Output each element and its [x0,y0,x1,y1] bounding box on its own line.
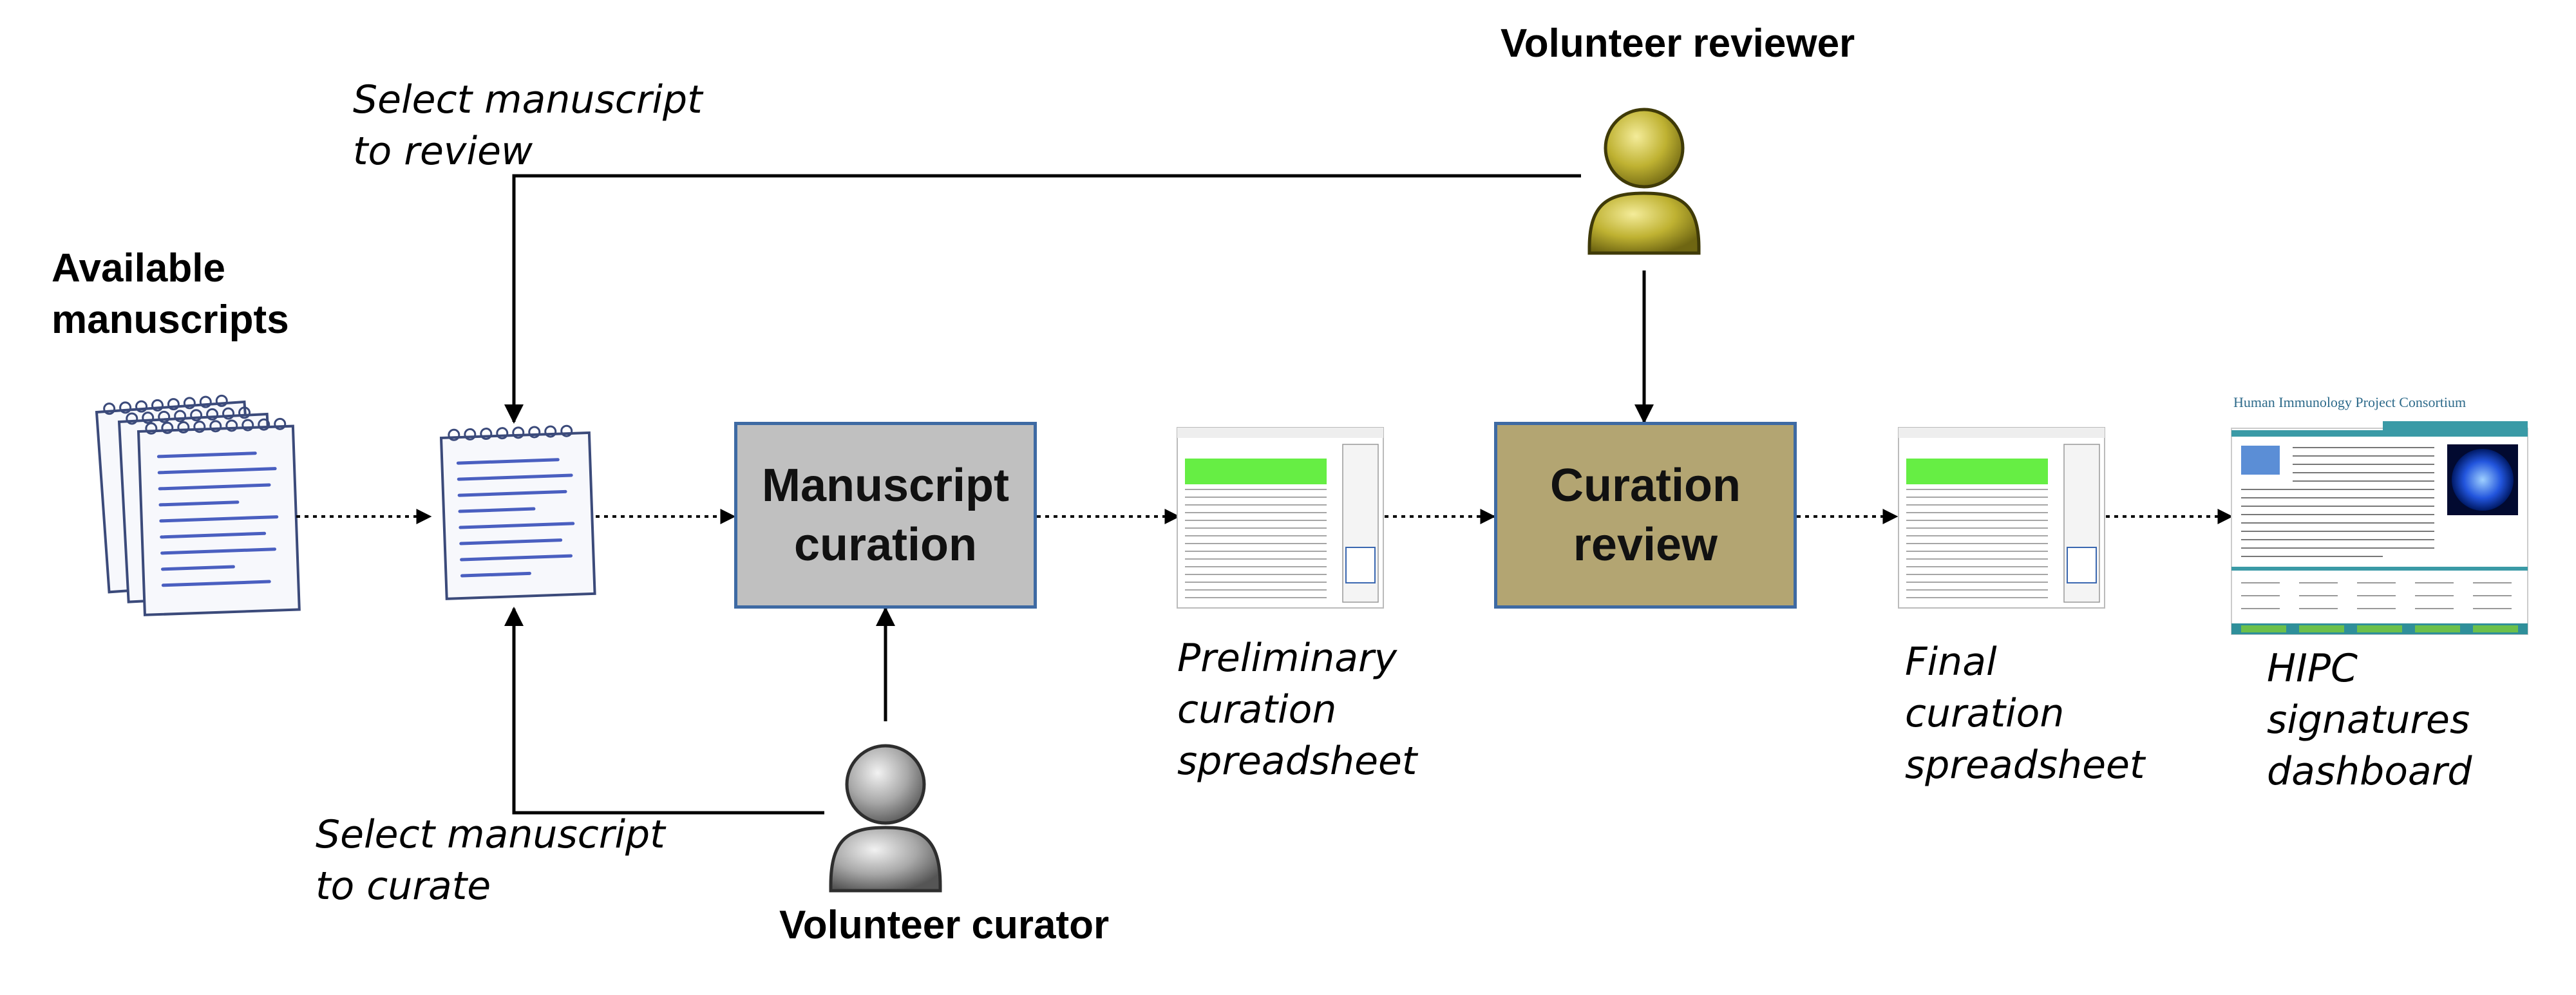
manuscript-curation-label-line1: Manuscript [761,460,1010,511]
curator-person-icon [829,744,942,893]
manuscript-stack-icon [95,394,301,616]
volunteer-reviewer-label: Volunteer reviewer [1501,21,1855,66]
dashboard-site-title: Human Immunology Project Consortium [2233,394,2467,410]
actor-arrows [504,174,1654,815]
manuscript-curation-box: Manuscript curation [734,422,1037,609]
preliminary-spreadsheet-label: Preliminary curation spreadsheet [1177,636,1417,784]
select-to-curate-label: Select manuscript to curate [316,812,665,909]
select-to-review-label: Select manuscript to review [353,77,703,174]
curation-review-label-line2: review [1573,519,1718,571]
arrow-select-to-review [504,174,1581,424]
selected-manuscript-icon [439,424,596,600]
curation-review-label-line1: Curation [1550,460,1741,511]
manuscript-curation-label-line2: curation [793,519,977,571]
dashboard-label: HIPC signatures dashboard [2267,646,2472,794]
final-spreadsheet-label: Final curation spreadsheet [1905,640,2145,788]
reviewer-person-icon [1587,108,1701,255]
curation-review-box: Curation review [1494,422,1797,609]
final-spreadsheet-thumbnail [1898,427,2105,609]
preliminary-spreadsheet-thumbnail [1177,427,1384,609]
dashboard-thumbnail [2231,421,2528,635]
arrow-select-to-curate [504,607,824,815]
volunteer-curator-label: Volunteer curator [779,903,1110,947]
available-manuscripts-label: Available manuscripts [52,246,289,342]
